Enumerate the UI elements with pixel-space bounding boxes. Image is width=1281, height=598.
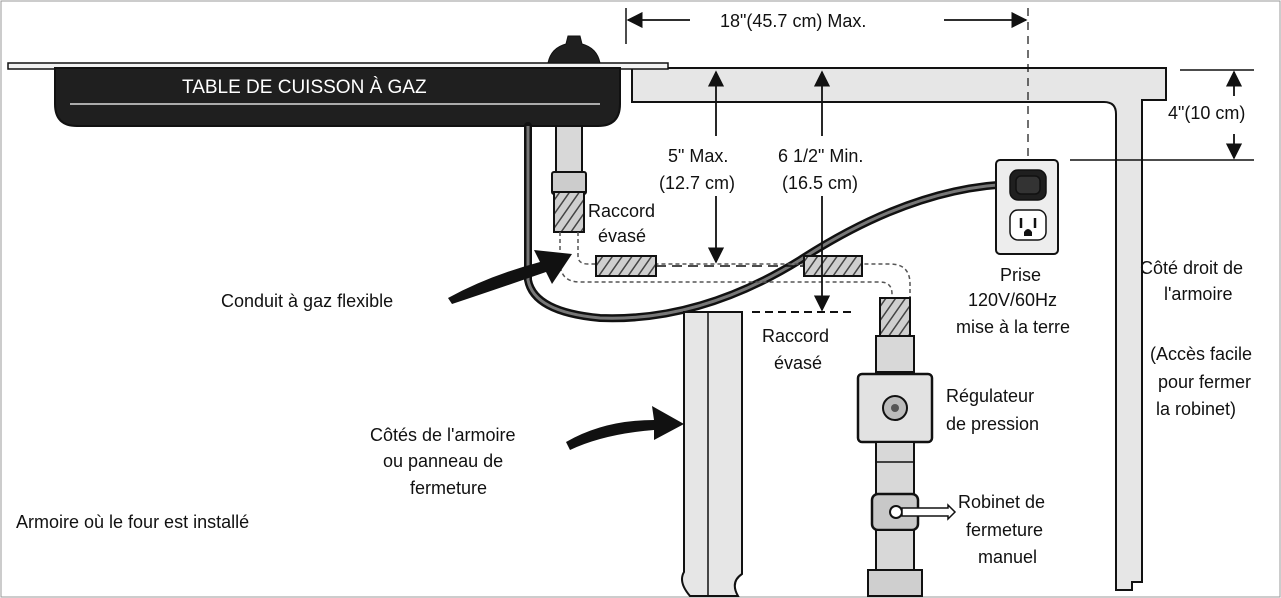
cabinet-sides-label-line1: Côtés de l'armoire xyxy=(370,425,516,445)
access-label-line2: pour fermer xyxy=(1158,372,1251,392)
dim-5-label-line2: (12.7 cm) xyxy=(659,173,735,193)
outlet-label-line2: 120V/60Hz xyxy=(968,290,1057,310)
flare-bottom-label-line2: évasé xyxy=(774,353,822,373)
flare-bottom-label-line1: Raccord xyxy=(762,326,829,346)
cabinet-sides-label-line3: fermeture xyxy=(410,478,487,498)
valve-label-line3: manuel xyxy=(978,547,1037,567)
flare-fitting-top xyxy=(553,191,585,233)
cooktop-body xyxy=(54,67,621,127)
right-side-label-line2: l'armoire xyxy=(1164,284,1232,304)
dim-18-label: 18"(45.7 cm) Max. xyxy=(720,11,866,31)
right-side-label-line1: Côté droit de xyxy=(1140,258,1243,278)
outlet-receptacle-bottom xyxy=(1009,209,1047,241)
cooktop-label: TABLE DE CUISSON À GAZ xyxy=(182,77,427,98)
valve-handle-icon xyxy=(901,503,957,521)
gas-conduit-label: Conduit à gaz flexible xyxy=(221,291,393,311)
regulator-label-line1: Régulateur xyxy=(946,386,1034,406)
pointer-arrow-gas-conduit xyxy=(448,250,572,304)
cabinet-side-panel xyxy=(681,311,743,597)
cabinet-sides-label-line2: ou panneau de xyxy=(383,451,503,471)
dim-6-label-line1: 6 1/2" Min. xyxy=(778,146,863,166)
regulator-label-line2: de pression xyxy=(946,414,1039,434)
cooktop-gas-inlet xyxy=(555,125,583,175)
flare-top-label-line1: Raccord xyxy=(588,201,655,221)
power-cord xyxy=(524,122,1030,323)
flare-fitting-left xyxy=(595,255,657,277)
oven-cabinet-label: Armoire où le four est installé xyxy=(16,512,249,532)
valve-label-line1: Robinet de xyxy=(958,492,1045,512)
pointer-arrow-cabinet-sides xyxy=(566,406,684,450)
knob-icon xyxy=(547,35,601,64)
dim-5-label-line1: 5" Max. xyxy=(668,146,728,166)
flare-top-label-line2: évasé xyxy=(598,226,646,246)
access-label-line3: la robinet) xyxy=(1156,399,1236,419)
power-plug xyxy=(1015,175,1041,195)
cabinet-countertop xyxy=(631,67,1167,591)
outlet-label-line1: Prise xyxy=(1000,265,1041,285)
dim-4-label: 4"(10 cm) xyxy=(1168,103,1245,123)
valve-stem-icon xyxy=(889,505,903,519)
valve-label-line2: fermeture xyxy=(966,520,1043,540)
flare-fitting-bottom xyxy=(879,297,911,339)
dim-6-label-line2: (16.5 cm) xyxy=(782,173,858,193)
outlet-label-line3: mise à la terre xyxy=(956,317,1070,337)
flare-fitting-right xyxy=(803,255,863,277)
access-label-line1: (Accès facile xyxy=(1150,344,1252,364)
